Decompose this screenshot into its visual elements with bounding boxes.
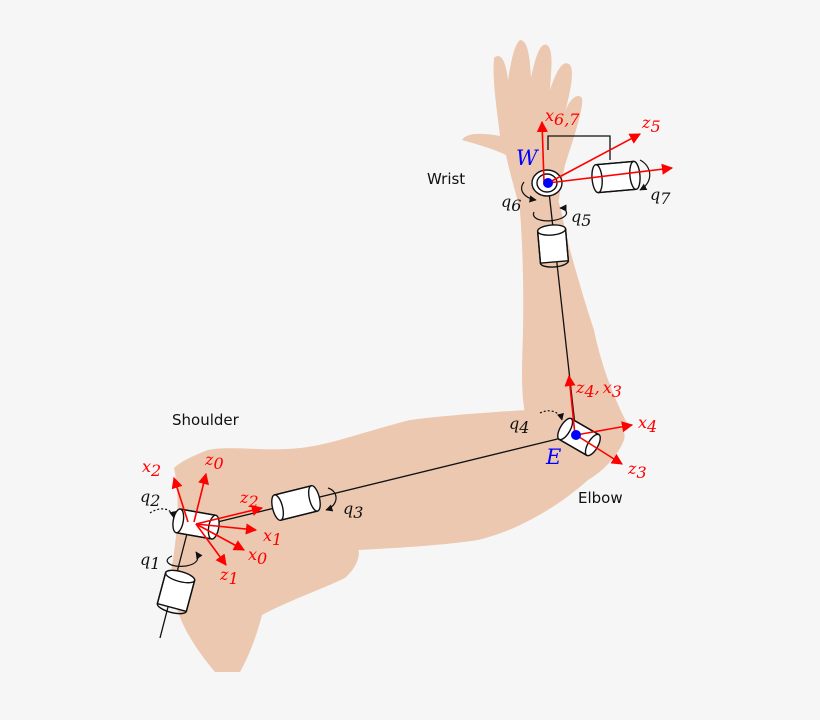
axis-z4x3-arrow: [564, 374, 576, 436]
upper-arm-shape: [171, 410, 625, 672]
cylinder-q3: [271, 484, 321, 522]
rotation-arrows: [149, 159, 651, 567]
elbow-point-label: E: [545, 445, 561, 469]
cylinder-q7: [591, 160, 641, 194]
elbow-label: Elbow: [578, 489, 623, 507]
link-wrist-bracket: [547, 135, 611, 160]
axis-x4-arrow: [575, 421, 634, 436]
joint-label-q6: q6: [501, 192, 521, 215]
axis-x1-arrow: [195, 523, 258, 535]
joint-label-q1: q1: [140, 550, 160, 573]
axis-label-z3: z3: [627, 459, 647, 482]
joint-label-q2: q2: [140, 487, 160, 510]
rotation-q4-icon: [539, 410, 564, 421]
rotation-q1-icon: [166, 551, 203, 567]
rotation-q7-icon: [639, 159, 651, 191]
axis-z2-arrow: [195, 504, 264, 525]
joint-labels: q1 q2 q3 q4 q5 q6 q7: [140, 185, 671, 573]
joint-label-q5: q5: [571, 207, 591, 230]
rotation-q2-icon: [149, 508, 177, 519]
wrist-point-label: W: [516, 146, 540, 170]
axis-wrist-horizontal-arrow: [547, 163, 674, 184]
axis-label-x1: x1: [263, 526, 282, 549]
cylinder-q5: [536, 224, 570, 268]
joint-label-q7: q7: [650, 185, 671, 208]
hand-shape: [462, 40, 583, 205]
arm-silhouette: [171, 40, 628, 672]
axis-x0-arrow: [195, 523, 245, 551]
axis-z3-arrow: [575, 434, 623, 465]
axis-z1-arrow: [195, 523, 227, 566]
rotation-q3-icon: [325, 487, 337, 512]
axis-label-x0: x0: [248, 545, 267, 568]
joint-label-q3: q3: [343, 499, 363, 522]
axis-label-x67: x6,7: [545, 106, 580, 129]
axis-label-z1: z1: [219, 565, 239, 588]
wrist-label: Wrist: [427, 170, 465, 188]
shoulder-label: Shoulder: [172, 411, 240, 429]
axis-z5-arrow: [547, 133, 641, 184]
axis-label-z0: z0: [204, 450, 224, 473]
wrist-point: [543, 178, 553, 188]
axis-z0-arrow: [193, 472, 209, 523]
link-shoulder-elbow: [204, 433, 579, 526]
axis-labels: x6,7 z5 z4,x3 x4 z3 x2 z0 z2 x1 x0 z1: [142, 106, 661, 588]
cylinder-q1: [156, 569, 196, 615]
axis-label-z2: z2: [239, 488, 259, 511]
frame-axes: [171, 120, 674, 566]
joint-label-q4: q4: [509, 414, 529, 437]
axis-x2-arrow: [171, 476, 189, 523]
elbow-point: [571, 430, 581, 440]
axis-label-z4x3: z4,x3: [575, 378, 622, 401]
axis-label-z5: z5: [641, 113, 661, 136]
axis-label-x2: x2: [142, 457, 161, 480]
axis-x67-arrow: [536, 120, 548, 183]
rotation-q5-icon: [532, 204, 568, 222]
axis-label-x4: x4: [638, 413, 657, 436]
rotation-q6-icon: [521, 181, 537, 203]
